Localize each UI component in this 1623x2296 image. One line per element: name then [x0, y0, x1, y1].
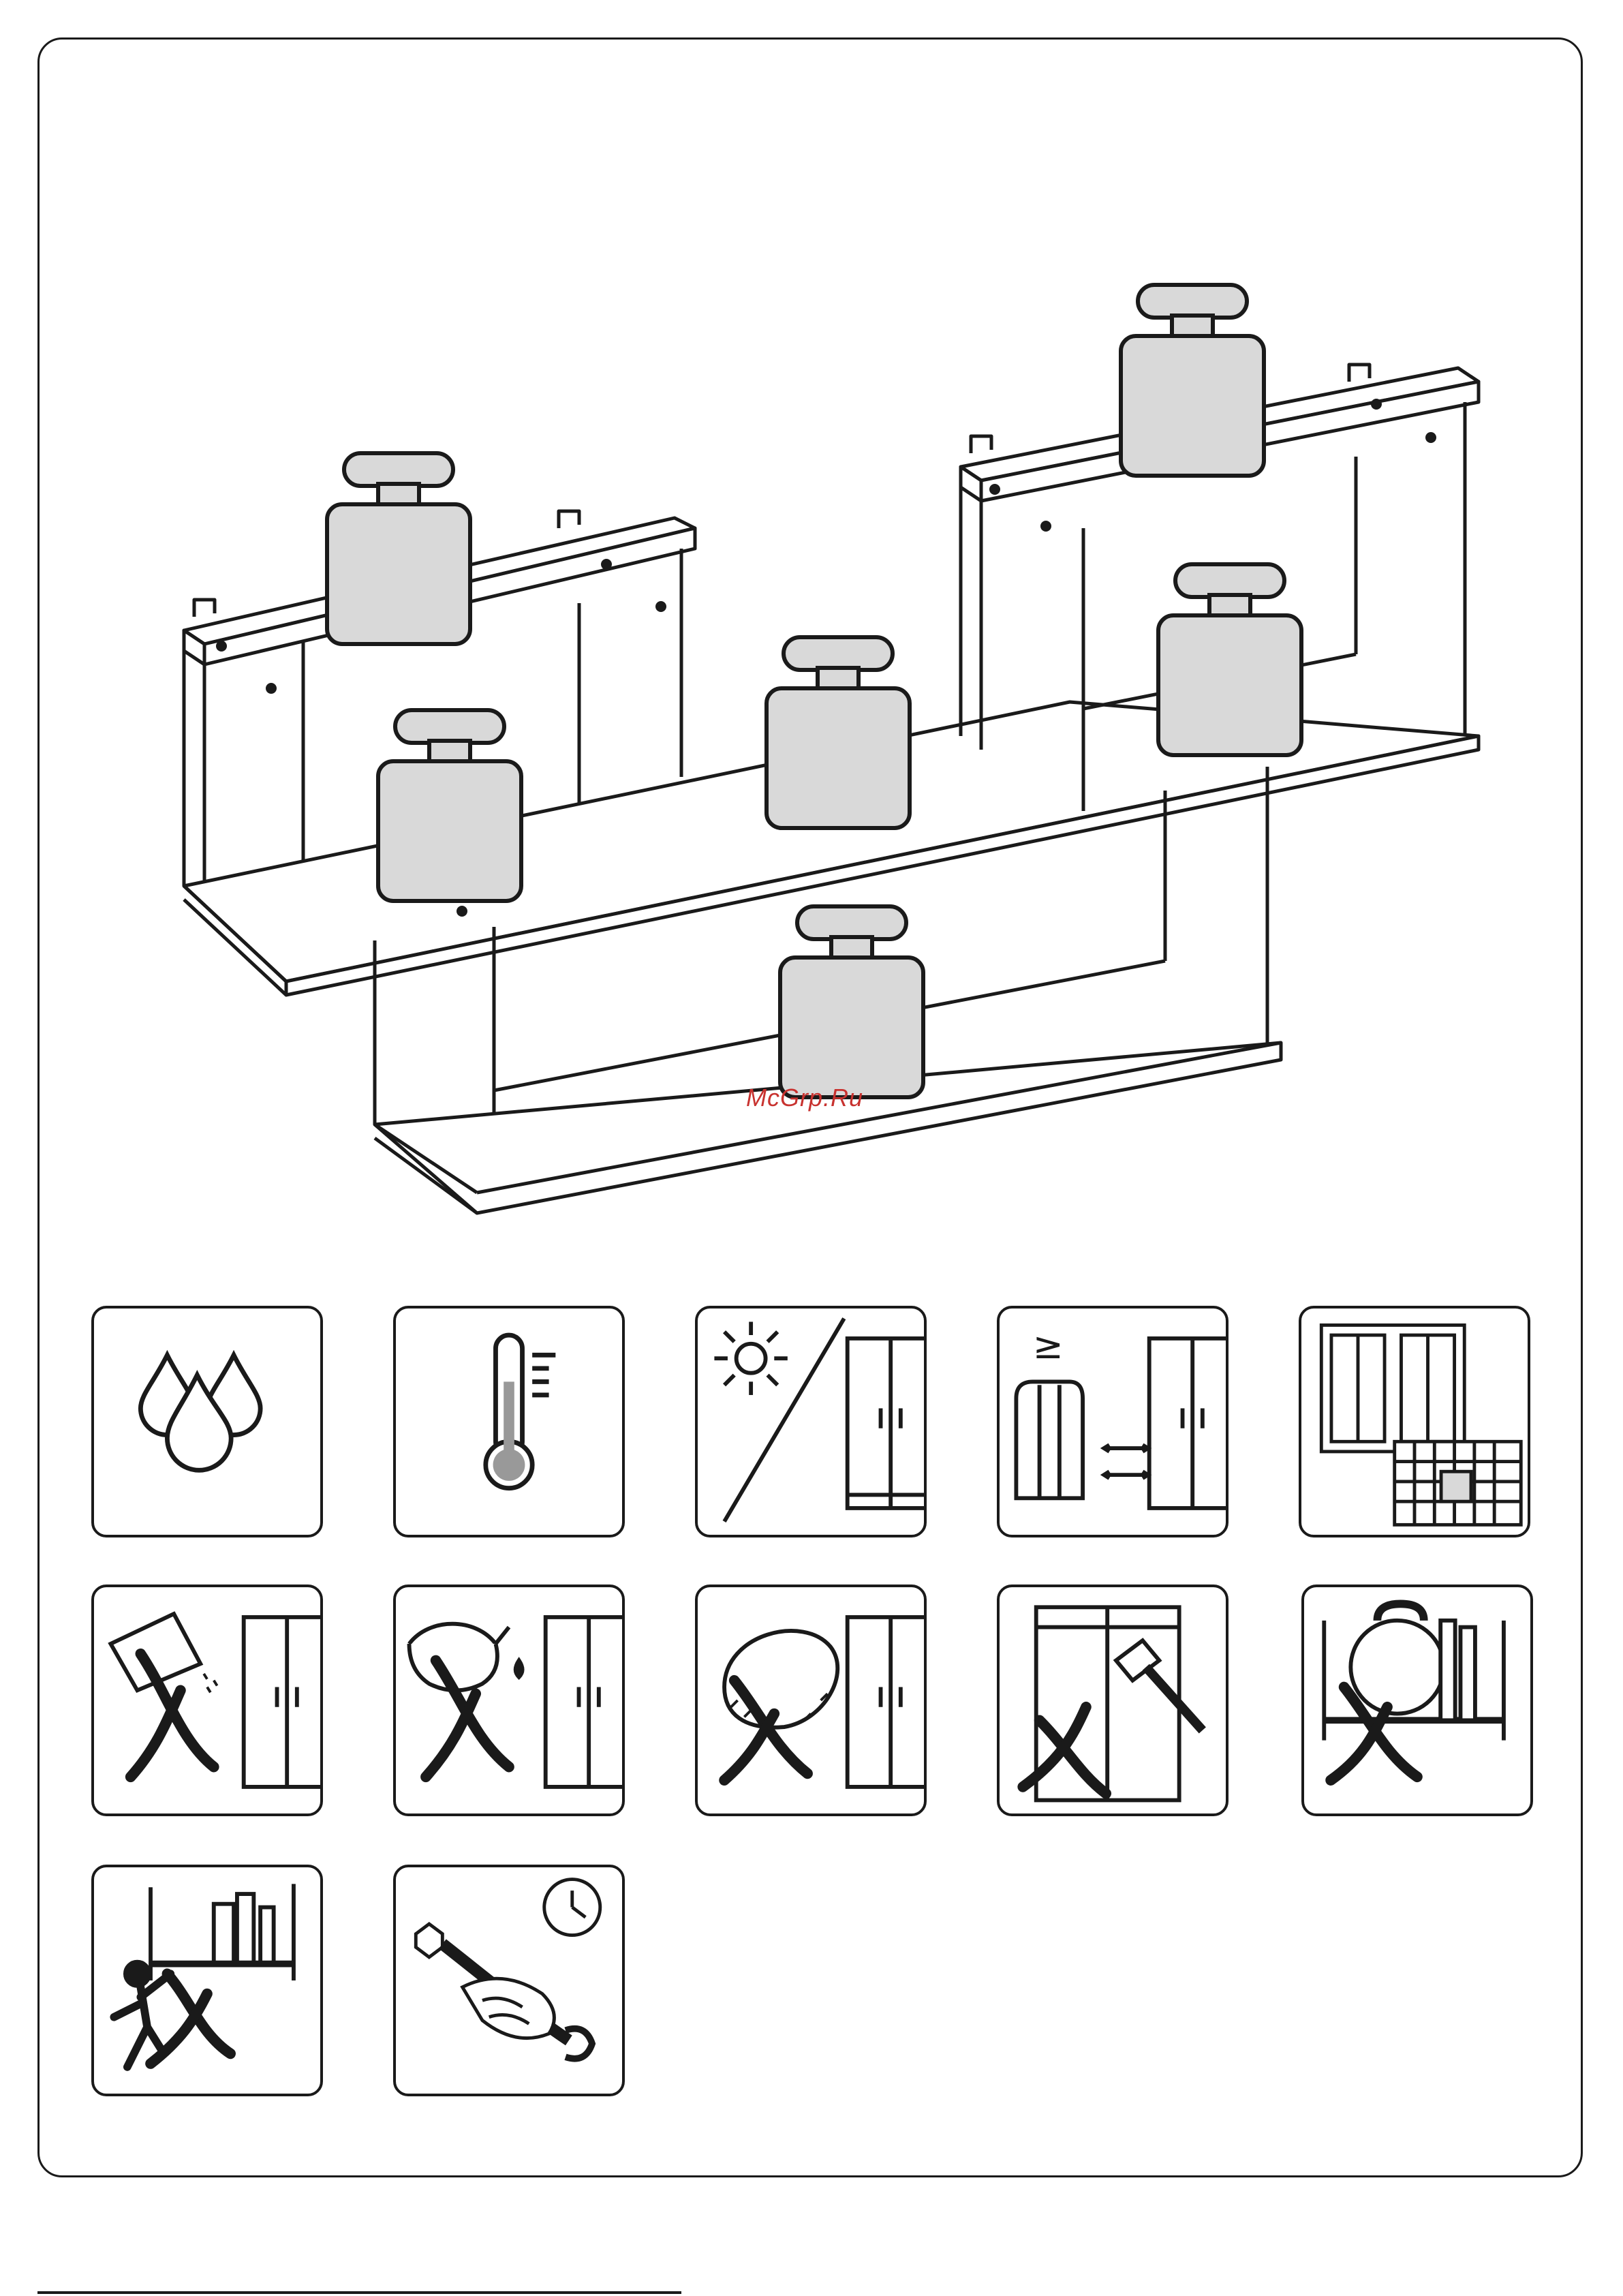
heater-distance-icon: ≥	[997, 1306, 1228, 1537]
water-drops-icon	[91, 1306, 323, 1537]
svg-text:≥: ≥	[1033, 1324, 1064, 1367]
footer-rule	[37, 2291, 681, 2294]
watermark: McGrp.Ru	[746, 1084, 863, 1112]
weight-icon	[1158, 564, 1301, 755]
weight-icon	[1121, 285, 1264, 476]
no-overload-icon	[1301, 1585, 1533, 1816]
no-wet-cloth-icon	[91, 1585, 323, 1816]
no-climbing-icon	[91, 1865, 323, 2096]
weight-icon	[767, 637, 910, 828]
no-chemicals-icon	[393, 1585, 625, 1816]
thermometer-icon	[393, 1306, 625, 1537]
window-ventilation-icon	[1299, 1306, 1530, 1537]
weight-icon	[780, 906, 923, 1097]
weight-icon	[327, 453, 470, 644]
no-hammer-glass-icon	[997, 1585, 1228, 1816]
no-abrasive-sponge-icon	[695, 1585, 927, 1816]
weight-icon	[378, 710, 521, 901]
sun-cabinet-icon	[695, 1306, 927, 1537]
wrench-clock-icon	[393, 1865, 625, 2096]
